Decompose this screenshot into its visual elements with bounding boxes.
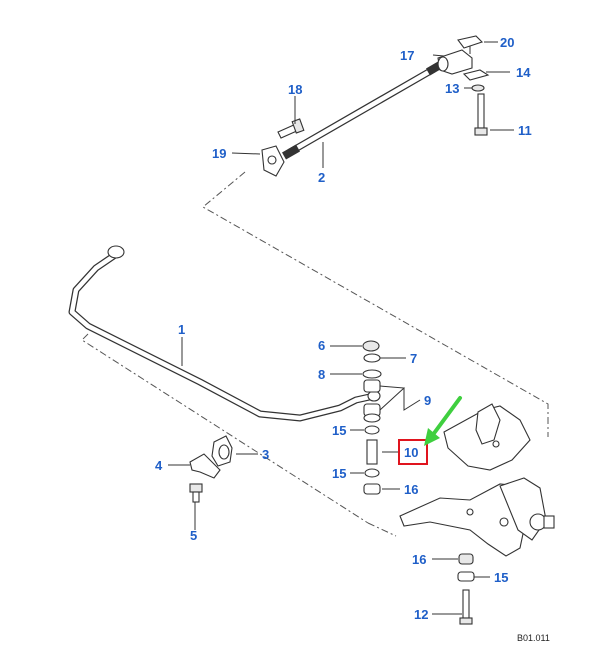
suspension-assembly [399, 403, 555, 557]
callout-15-bottom: 15 [494, 570, 508, 585]
part-17-bracket [437, 49, 473, 75]
part-13-nut [471, 84, 485, 92]
part-2-shaft [282, 61, 443, 160]
part-15-washer-upper [364, 425, 380, 435]
callout-10: 10 [404, 445, 418, 460]
part-14-plate [462, 69, 490, 81]
lower-hardware [457, 553, 475, 625]
callout-11: 11 [518, 123, 532, 138]
part-15-lower-washer [457, 571, 475, 582]
callout-18: 18 [288, 82, 302, 97]
callout-7: 7 [410, 351, 417, 366]
part-16-bushing [363, 483, 381, 495]
part-5-bolt [189, 483, 203, 503]
callout-19: 19 [212, 146, 226, 161]
part-16-lower-bushing [458, 553, 474, 565]
part-20-clip [457, 35, 484, 54]
callout-12: 12 [414, 607, 428, 622]
callout-16-lower: 16 [412, 552, 426, 567]
diagram-reference-code: B01.011 [517, 633, 550, 643]
part-11-bolt [474, 93, 488, 136]
part-7-washer [363, 353, 381, 363]
link-stack [362, 340, 382, 495]
leader-lines [168, 41, 514, 615]
callout-6: 6 [318, 338, 325, 353]
part-12-bolt [462, 589, 470, 619]
callout-14: 14 [516, 65, 531, 80]
callout-15-lower: 15 [332, 466, 346, 481]
part-10-spacer-tube [366, 439, 378, 465]
part-4-clamp [189, 453, 221, 479]
callout-5: 5 [190, 528, 197, 543]
highlight-box [398, 439, 428, 465]
part-18-bolt [277, 118, 305, 139]
part-3-bushing [211, 435, 233, 467]
part-6-nut [362, 340, 380, 352]
part-1-stabilizer-bar [68, 245, 381, 422]
callout-16-upper: 16 [404, 482, 418, 497]
callout-8: 8 [318, 367, 325, 382]
callout-15-upper: 15 [332, 423, 346, 438]
callout-4: 4 [155, 458, 163, 473]
callout-2: 2 [318, 170, 325, 185]
callout-13: 13 [445, 81, 459, 96]
callout-17: 17 [400, 48, 414, 63]
callout-1: 1 [178, 322, 185, 337]
assembly-boundary-lines [81, 171, 549, 537]
pointer-arrow [424, 396, 462, 446]
part-8-washer [362, 369, 382, 379]
callout-labels: 17 20 14 13 11 18 19 2 1 6 7 8 9 15 10 1… [155, 35, 532, 622]
callout-9: 9 [424, 393, 431, 408]
callout-3: 3 [262, 447, 269, 462]
callout-20: 20 [500, 35, 514, 50]
part-19-bracket [261, 145, 285, 177]
part-15-washer-lower [364, 468, 380, 478]
